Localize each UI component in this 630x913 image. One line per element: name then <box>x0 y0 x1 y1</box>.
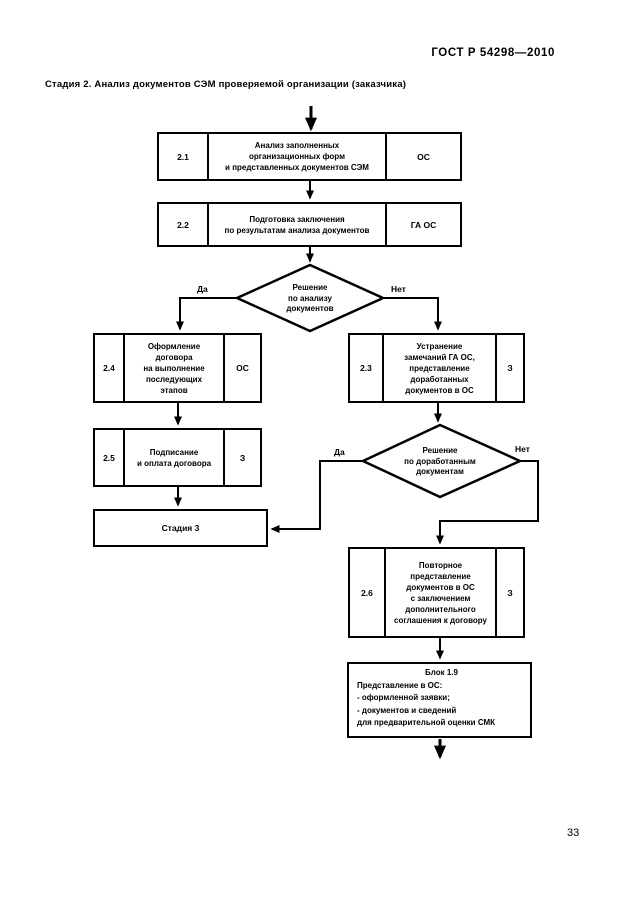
process-box-2-5: 2.5 Подписание и оплата договора З <box>93 428 262 487</box>
box-text: Анализ заполненных организационных форм … <box>225 141 369 172</box>
page-title: Стадия 2. Анализ документов СЭМ проверяе… <box>45 79 407 90</box>
box-responsible: ОС <box>223 335 260 401</box>
decision-1-yes-label: Да <box>197 284 208 294</box>
box-text: Устранение замечаний ГА ОС, представлени… <box>404 341 475 395</box>
decision-diamond-1 <box>233 263 387 333</box>
box-responsible: З <box>223 430 260 485</box>
block-1-9: Блок 1.9 Представление в ОС: - оформленн… <box>347 662 532 738</box>
stage3-box: Стадия 3 <box>93 509 268 547</box>
block-1-9-body: Представление в ОС: - оформленной заявки… <box>357 680 496 728</box>
box-responsible: З <box>495 549 523 636</box>
box-number: 2.3 <box>350 335 384 401</box>
page-number: 33 <box>567 827 580 839</box>
decision-2-no-label: Нет <box>515 444 530 454</box>
decision-1-text: Решение по анализу документов <box>286 283 334 313</box>
box-number: 2.5 <box>95 430 125 485</box>
box-number: 2.1 <box>159 134 209 179</box>
box-text: Подписание и оплата договора <box>136 447 212 468</box>
box-text: Оформление договора на выполнение послед… <box>143 341 205 395</box>
process-box-2-3: 2.3 Устранение замечаний ГА ОС, представ… <box>348 333 525 403</box>
box-responsible: З <box>495 335 523 401</box>
process-box-2-4: 2.4 Оформление договора на выполнение по… <box>93 333 262 403</box>
box-text: Подготовка заключения по результатам ана… <box>224 214 370 235</box>
decision-2-text: Решение по доработанным документам <box>404 446 476 476</box>
stage3-label: Стадия 3 <box>161 523 200 533</box>
box-number: 2.2 <box>159 204 209 245</box>
box-number: 2.4 <box>95 335 125 401</box>
decision-1-no-label: Нет <box>391 284 406 294</box>
process-box-2-1: 2.1 Анализ заполненных организационных ф… <box>157 132 462 181</box>
decision-diamond-2 <box>360 423 524 499</box>
connector-d1-no-23 <box>383 297 442 331</box>
decision-2-yes-label: Да <box>334 447 345 457</box>
process-box-2-6: 2.6 Повторное представление документов в… <box>348 547 525 638</box>
box-responsible: ГА ОС <box>385 204 460 245</box>
document-number: ГОСТ Р 54298—2010 <box>431 47 555 59</box>
connector-d2-no-26 <box>436 460 539 545</box>
process-box-2-2: 2.2 Подготовка заключения по результатам… <box>157 202 462 247</box>
connector-d2-yes-stage3 <box>270 460 363 533</box>
block-1-9-title: Блок 1.9 <box>425 668 458 677</box>
box-number: 2.6 <box>350 549 386 636</box>
box-responsible: ОС <box>385 134 460 179</box>
connector-d1-yes-24 <box>176 297 237 331</box>
box-text: Повторное представление документов в ОС … <box>394 560 487 625</box>
